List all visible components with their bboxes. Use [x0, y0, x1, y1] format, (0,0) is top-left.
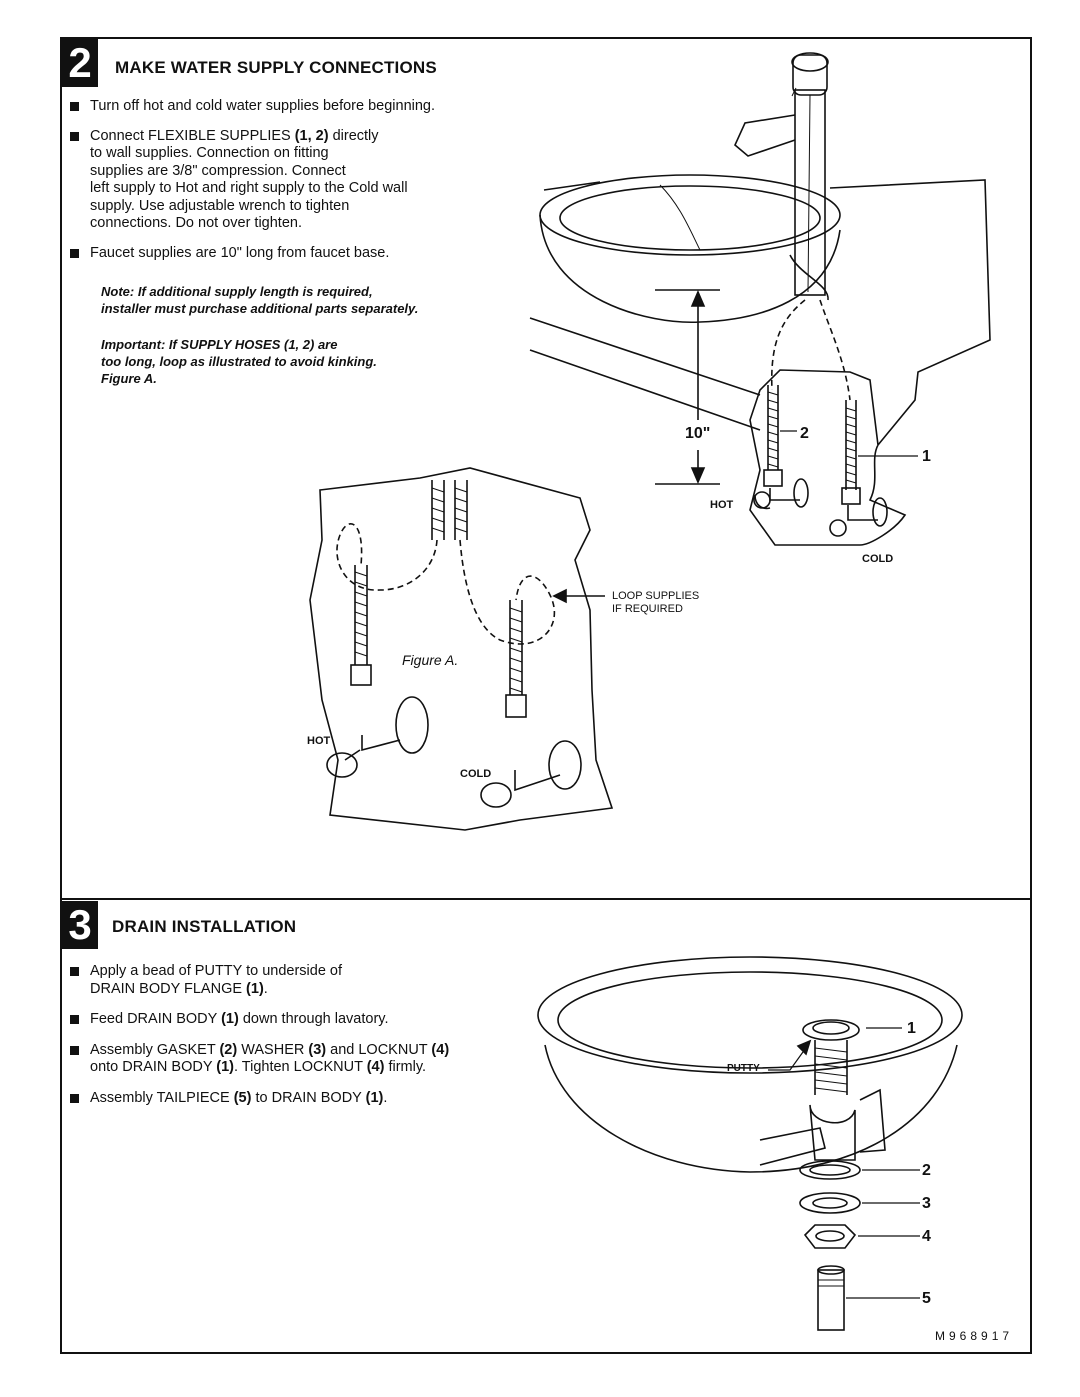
step-2-bullet-1: Turn off hot and cold water supplies bef… [60, 98, 530, 116]
important-text: Important: If SUPPLY HOSES (1, 2) are to… [101, 337, 377, 386]
drain-callout-1: 1 [907, 1020, 916, 1037]
countertop-edge-lines [529, 317, 761, 431]
step-3-bullet-3: Assembly GASKET (2) WASHER (3) and LOCKN… [60, 1042, 540, 1077]
loop-supplies-label: LOOP SUPPLIES IF REQUIRED [612, 590, 700, 615]
faucet-body [794, 89, 826, 296]
cabinet-cutaway [749, 369, 907, 546]
locknut [803, 1224, 857, 1249]
note-text: Note: If additional supply length is req… [101, 284, 419, 316]
tailpiece [817, 1269, 845, 1331]
bowl-body [539, 214, 841, 324]
drain-callout-3: 3 [922, 1195, 931, 1212]
page-frame [60, 37, 1032, 1354]
step-3-bullet-1: Apply a bead of PUTTY to underside of DR… [60, 963, 540, 998]
step-3-instructions: Apply a bead of PUTTY to underside of DR… [60, 963, 540, 1107]
washer [799, 1192, 861, 1214]
model-number: M968917 [935, 1329, 1014, 1343]
drain-callout-5: 5 [922, 1290, 931, 1307]
callout-1: 1 [922, 448, 931, 465]
callout-2: 2 [800, 425, 809, 442]
section-divider [60, 898, 1032, 900]
dimension-lines [655, 289, 720, 485]
bowl-inner [559, 185, 821, 251]
putty-label: PUTTY [727, 1063, 760, 1074]
step-2-title: MAKE WATER SUPPLY CONNECTIONS [115, 58, 437, 77]
figure-a-outline [309, 467, 614, 831]
dimension-10-inch: 10" [685, 425, 711, 442]
countertop-outline [543, 179, 991, 446]
step-2-badge: 2 [62, 39, 98, 87]
step-3-title: DRAIN INSTALLATION [112, 917, 297, 936]
drain-callout-2: 2 [922, 1162, 931, 1179]
cold-label: COLD [862, 553, 894, 565]
figure-a-caption: Figure A. [402, 652, 459, 668]
step-3-badge: 3 [62, 901, 98, 949]
faucet-spout [734, 114, 796, 157]
step-3-bullet-4: Assembly TAILPIECE (5) to DRAIN BODY (1)… [60, 1090, 540, 1108]
step-2-instructions: Turn off hot and cold water supplies bef… [60, 98, 530, 262]
figure-a-cold-label: COLD [460, 768, 492, 780]
step-2-bullet-2: Connect FLEXIBLE SUPPLIES (1, 2) directl… [60, 128, 530, 233]
step-2-bullet-3: Faucet supplies are 10" long from faucet… [60, 245, 530, 263]
gasket [799, 1160, 861, 1180]
figure-a-hot-label: HOT [307, 735, 331, 747]
drain-callout-4: 4 [922, 1228, 931, 1245]
step-3-bullet-2: Feed DRAIN BODY (1) down through lavator… [60, 1011, 540, 1029]
hot-label: HOT [710, 499, 734, 511]
basin-body [544, 1044, 958, 1173]
hot-supply-hose [767, 385, 779, 470]
basin-rim [537, 956, 963, 1074]
drain-flange [802, 1019, 860, 1041]
